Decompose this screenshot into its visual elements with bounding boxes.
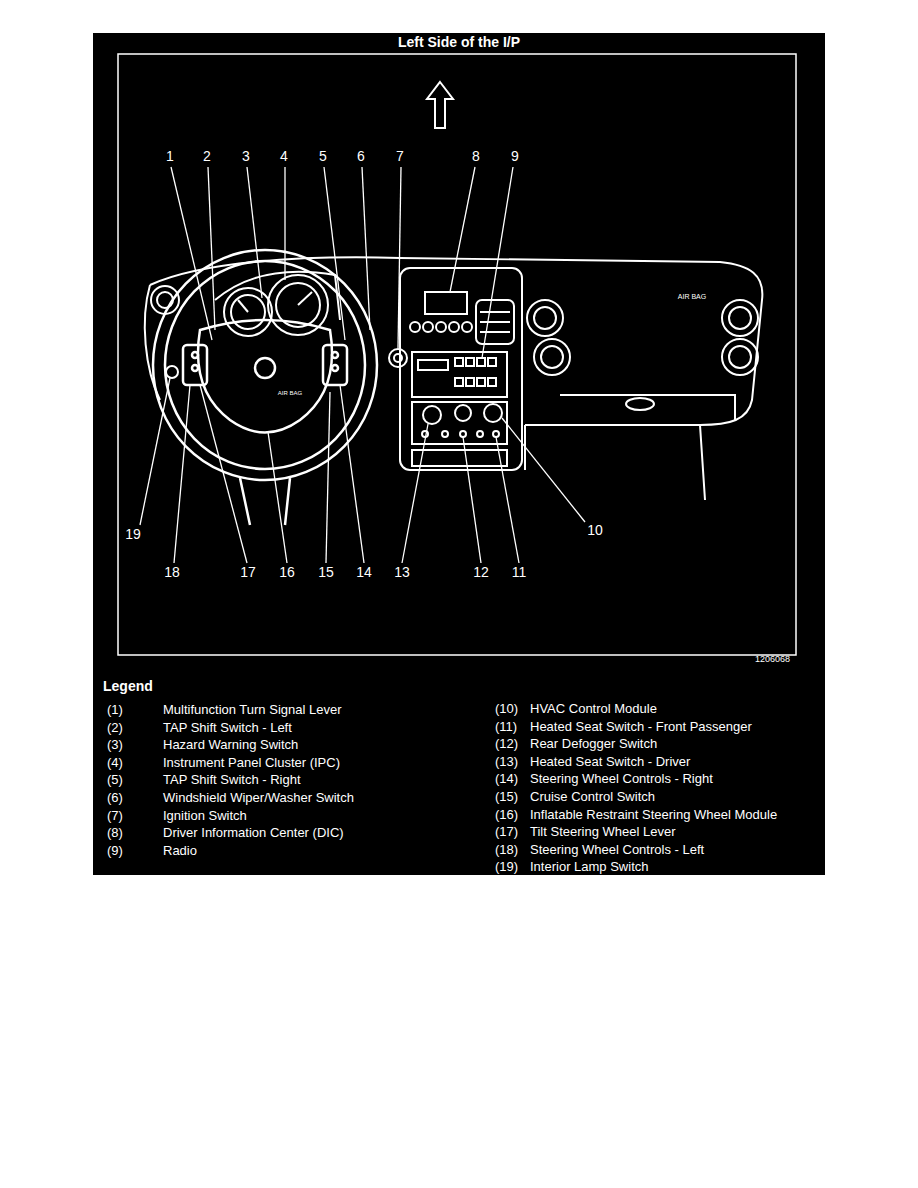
legend-number: (19) <box>495 860 518 874</box>
legend-number: (15) <box>495 790 518 804</box>
legend-number: (8) <box>107 826 123 840</box>
black-panel <box>93 33 825 875</box>
legend-number: (2) <box>107 720 123 734</box>
part-marking: AIR BAG <box>277 390 303 397</box>
callout-number: 3 <box>242 149 250 164</box>
legend-text: Tilt Steering Wheel Lever <box>530 825 675 839</box>
callout-number: 14 <box>356 565 372 580</box>
callout-number: 12 <box>473 565 489 580</box>
legend-number: (5) <box>107 773 123 787</box>
callout-number: 9 <box>511 149 519 164</box>
legend-text: Multifunction Turn Signal Lever <box>163 703 341 717</box>
air-vents <box>151 286 758 375</box>
callout-number: 15 <box>318 565 334 580</box>
legend-number: (1) <box>107 703 123 717</box>
callout-number: 5 <box>319 149 327 164</box>
legend-text: Heated Seat Switch - Front Passenger <box>530 719 752 733</box>
callout-number: 11 <box>512 565 527 580</box>
legend-number: (6) <box>107 791 123 805</box>
legend-number: (16) <box>495 807 518 821</box>
legend-text: Ignition Switch <box>163 808 247 822</box>
callout-number: 4 <box>280 149 288 164</box>
legend-text: Inflatable Restraint Steering Wheel Modu… <box>530 807 777 821</box>
legend-text: Driver Information Center (DIC) <box>163 826 344 840</box>
callout-number: 19 <box>125 527 141 542</box>
callout-number: 8 <box>472 149 480 164</box>
figure-number: 1206068 <box>755 655 790 665</box>
callout-number: 17 <box>240 565 256 580</box>
part-marking: AIR BAG <box>677 293 707 301</box>
legend-text: TAP Shift Switch - Left <box>163 720 292 734</box>
callout-number: 13 <box>394 565 410 580</box>
callout-number: 7 <box>396 149 404 164</box>
center-stack <box>400 268 522 470</box>
diagram-title: Left Side of the I/P <box>398 35 520 50</box>
steering-wheel <box>153 250 377 525</box>
legend-number: (9) <box>107 844 123 858</box>
callout-number: 2 <box>203 149 211 164</box>
callout-number: 6 <box>357 149 365 164</box>
legend-number: (10) <box>495 702 518 716</box>
legend-text: Heated Seat Switch - Driver <box>530 755 690 769</box>
legend-text: Steering Wheel Controls - Right <box>530 772 713 786</box>
legend-text: Cruise Control Switch <box>530 790 655 804</box>
legend-number: (3) <box>107 738 123 752</box>
legend-text: Rear Defogger Switch <box>530 737 657 751</box>
legend-text: Steering Wheel Controls - Left <box>530 843 704 857</box>
legend-text: HVAC Control Module <box>530 702 657 716</box>
legend-number: (7) <box>107 808 123 822</box>
dashboard-outline <box>145 257 763 500</box>
callout-number: 18 <box>164 565 180 580</box>
legend-text: Hazard Warning Switch <box>163 738 298 752</box>
callout-number: 1 <box>166 149 174 164</box>
figure-frame <box>118 54 796 655</box>
legend-text: Interior Lamp Switch <box>530 860 649 874</box>
legend-number: (11) <box>495 719 517 733</box>
callout-number: 10 <box>587 523 603 538</box>
legend-number: (18) <box>495 843 518 857</box>
legend-number: (14) <box>495 772 518 786</box>
legend-number: (17) <box>495 825 518 839</box>
legend-number: (13) <box>495 755 518 769</box>
legend-text: TAP Shift Switch - Right <box>163 773 301 787</box>
legend-heading: Legend <box>103 679 153 694</box>
leader-lines <box>140 167 585 563</box>
legend-text: Instrument Panel Cluster (IPC) <box>163 756 340 770</box>
legend-number: (12) <box>495 737 518 751</box>
legend-text: Radio <box>163 844 197 858</box>
legend-number: (4) <box>107 756 123 770</box>
forward-arrow <box>427 82 453 128</box>
legend-text: Windshield Wiper/Washer Switch <box>163 791 354 805</box>
callout-number: 16 <box>279 565 295 580</box>
